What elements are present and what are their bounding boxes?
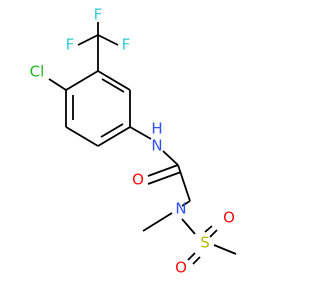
bond-carbonyl-ch2	[177, 164, 191, 202]
molecule-structure: F F F Cl N H O N S O O	[30, 6, 237, 277]
atom-f-left: F	[66, 36, 75, 54]
bond-cf3-f-left	[77, 34, 99, 46]
bond-n2-s	[181, 218, 196, 235]
ring-bond-4	[65, 126, 99, 147]
bond-s-methyl	[213, 244, 237, 255]
bond-nh-carbonyl	[162, 150, 179, 166]
atom-n-amide: N	[151, 137, 162, 155]
atom-h-amide: H	[151, 120, 162, 138]
bond-ch2-n2	[181, 200, 191, 207]
bonds	[48, 22, 237, 265]
ring-double-2	[100, 123, 124, 138]
atom-f-top: F	[94, 6, 103, 24]
bond-ring-nh	[129, 126, 152, 140]
atom-labels: F F F Cl N H O N S O O	[30, 6, 235, 277]
atom-f-right: F	[122, 36, 131, 54]
atom-s: S	[200, 234, 210, 252]
bond-ring-cl	[48, 78, 67, 91]
ring-bond-3	[97, 126, 131, 147]
bond-s-o-down-b	[192, 256, 201, 265]
atom-n-sulfonamide: N	[175, 200, 186, 218]
ring-bond-6	[65, 70, 99, 91]
bond-cf3-f-right	[97, 34, 119, 46]
bond-s-o-up-b	[209, 229, 218, 238]
bond-carbonyl-o-b	[147, 171, 182, 185]
bond-s-o-up-a	[204, 225, 213, 233]
atom-o-sulfonyl-up: O	[223, 209, 235, 227]
ring-double-1	[101, 78, 125, 93]
ring-bond-1	[97, 70, 131, 91]
bond-n2-methyl	[142, 212, 173, 232]
atom-o-carbonyl: O	[132, 171, 144, 189]
atom-o-sulfonyl-down: O	[175, 259, 187, 277]
atom-cl: Cl	[30, 63, 45, 81]
bond-s-o-down-a	[187, 252, 196, 261]
bond-carbonyl-o-a	[147, 164, 179, 177]
